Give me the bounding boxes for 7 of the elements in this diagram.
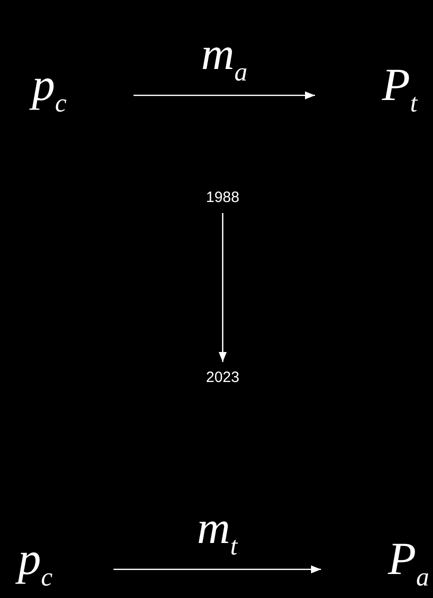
arrow — [218, 213, 227, 362]
year-label: 2023 — [206, 369, 240, 386]
arrow — [114, 565, 321, 574]
arrow — [134, 91, 315, 100]
math-symbol: P$_{a}$ — [388, 533, 430, 584]
math-symbol: P$_{t}$ — [382, 59, 418, 110]
year-label: 1988 — [206, 189, 240, 206]
